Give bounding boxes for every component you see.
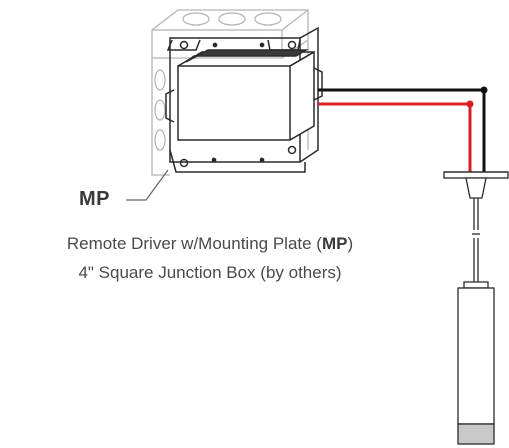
- red-wire-junction-dot: [466, 100, 474, 108]
- caption-line-2-text: 4" Square Junction Box (by others): [78, 263, 342, 282]
- mp-callout-label: MP: [79, 188, 110, 210]
- output-wires: [318, 86, 488, 172]
- canopy: [443, 171, 509, 199]
- red-wire: [318, 102, 472, 172]
- black-wire-junction-dot: [480, 86, 488, 94]
- caption-line-1-suffix: ): [347, 234, 354, 253]
- pendant-fixture: [457, 281, 495, 445]
- mp-leader-line: [126, 169, 169, 201]
- suspension-cord: [472, 198, 480, 282]
- caption-line-1-bold: MP: [321, 234, 348, 253]
- black-wire: [318, 88, 486, 172]
- caption-line-1-prefix: Remote Driver w/Mounting Plate (: [66, 234, 322, 253]
- remote-driver: [165, 49, 323, 141]
